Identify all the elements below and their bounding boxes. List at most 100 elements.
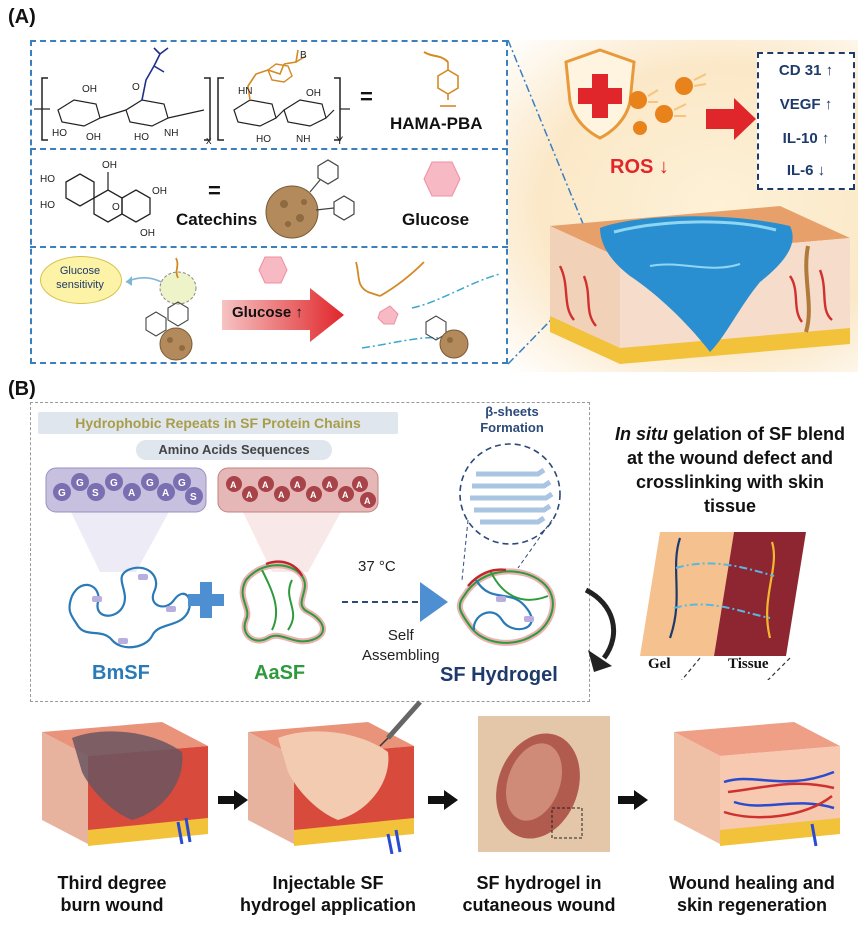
burn-wound-block: [42, 722, 208, 846]
bmsf-chain-icon: [68, 566, 191, 649]
chem-label-oh: OH: [306, 88, 321, 99]
panel-a-label: (A): [8, 6, 36, 28]
hydrogel-injection-block: [248, 700, 422, 854]
chem-label-b: B: [300, 50, 307, 61]
aa-residue: A: [278, 490, 285, 500]
panel-b-schema-box: [30, 402, 590, 702]
step-caption-text: SF hydrogel in cutaneous wound: [462, 873, 616, 915]
aasf-sequence-illustration: A A A A A A A A A A: [217, 467, 379, 572]
bm-residue: G: [110, 478, 118, 489]
in-situ-text: gelation of SF blend at the wound defect…: [626, 424, 845, 516]
aa-residue: A: [342, 490, 349, 500]
equals-sign: =: [360, 84, 373, 109]
aa-residue: A: [364, 496, 371, 506]
chem-label-o: O: [112, 202, 120, 213]
catechin-nanoparticle-icon: [265, 159, 355, 239]
glucose-hexagon-icon: [423, 161, 461, 197]
chem-label-nh: NH: [296, 134, 310, 145]
marker-il10: IL-10 ↑: [782, 130, 830, 147]
chem-label-hn: HN: [238, 86, 252, 97]
chem-label-oh: OH: [82, 84, 97, 95]
step-caption-injection: Injectable SF hydrogel application: [218, 872, 438, 916]
bm-residue: A: [162, 488, 169, 499]
curved-arrow-icon: [584, 587, 617, 672]
sf-hydrogel-network-icon: [456, 568, 556, 646]
equals-sign: =: [208, 178, 221, 203]
step-caption-burn: Third degree burn wound: [12, 872, 212, 916]
beta-sheets-zoom-illustration: [459, 443, 561, 581]
catechin-structure: HO HO OH OH OH O: [40, 160, 167, 239]
bm-residue: S: [92, 488, 99, 499]
aa-residue: A: [230, 480, 237, 490]
bm-residue: G: [146, 478, 154, 489]
beta-sheets-label: β-sheets Formation: [480, 404, 544, 435]
hama-pba-structure: OH HO OH HO NH O HN HO NH OH B x Y: [34, 47, 350, 146]
right-arrow-icon: [218, 790, 248, 810]
chem-label-oh: OH: [102, 160, 117, 171]
biomarker-box: CD 31 ↑ VEGF ↑ IL-10 ↑ IL-6 ↓: [757, 52, 855, 190]
pba-icon: [423, 51, 459, 107]
panel-b-label: (B): [8, 378, 36, 400]
plus-icon: [188, 582, 224, 618]
ros-particles-icon: [629, 73, 706, 135]
chem-label-ho: HO: [134, 132, 149, 143]
self-assembly-arrow: [342, 582, 448, 622]
chem-label-nh: NH: [164, 128, 178, 139]
in-situ-description: In situ gelation of SF blend at the woun…: [610, 422, 850, 518]
amino-acids-title: Amino Acids Sequences: [136, 440, 332, 460]
panel-a-schema-box: [30, 40, 508, 364]
subscript-y: Y: [336, 135, 344, 146]
cutaneous-wound-photo: [478, 716, 610, 852]
aa-residue: A: [294, 480, 301, 490]
aa-residue: A: [310, 490, 317, 500]
tissue-label: Tissue: [728, 656, 769, 672]
self-assembling-label: Self Assembling: [362, 627, 440, 664]
hama-pba-label: HAMA-PBA: [390, 114, 483, 133]
sf-hydrogel-label: SF Hydrogel: [440, 664, 558, 686]
chem-label-oh: OH: [86, 132, 101, 143]
chem-label-ho: HO: [256, 134, 271, 145]
row-divider: [30, 148, 508, 150]
aa-residue: A: [246, 490, 253, 500]
aa-residue: A: [326, 480, 333, 490]
bm-residue: A: [128, 488, 135, 499]
glucose-label: Glucose: [402, 210, 470, 229]
healed-skin-block: [674, 722, 840, 847]
chem-label-oh: OH: [152, 186, 167, 197]
step-caption-text: Injectable SF hydrogel application: [239, 873, 417, 915]
right-arrow-icon: [706, 98, 756, 140]
gel-label: Gel: [648, 656, 671, 672]
bm-residue: S: [190, 492, 197, 503]
chem-label-ho: HO: [40, 174, 55, 185]
skin-block-hydrogel-illustration: [550, 206, 850, 364]
step-caption-text: Third degree burn wound: [57, 873, 167, 915]
released-complex-icon: [355, 261, 501, 359]
subscript-x: x: [206, 135, 212, 146]
chem-label-o: O: [132, 82, 140, 93]
aa-residue: A: [262, 480, 269, 490]
bound-complex-icon: [125, 257, 197, 361]
row-divider: [30, 246, 508, 248]
marker-cd31: CD 31 ↑: [778, 62, 834, 79]
bmsf-sequence-illustration: G G S G A G A G S: [45, 467, 207, 572]
glucose-hexagon-icon: [258, 256, 288, 284]
chem-label-oh: OH: [140, 228, 155, 239]
aasf-label: AaSF: [254, 662, 306, 684]
glucose-red-arrow: [222, 288, 344, 342]
gel-tissue-interface-illustration: [640, 532, 806, 680]
bmsf-label: BmSF: [92, 662, 150, 684]
shield-icon: [564, 48, 636, 140]
glucose-increase-label: Glucose ↑: [232, 304, 303, 321]
bm-residue: G: [76, 478, 84, 489]
step-caption-text: Wound healing and skin regeneration: [669, 873, 835, 915]
aa-residue: A: [356, 480, 363, 490]
marker-il6: IL-6 ↓: [786, 162, 826, 179]
chem-label-ho: HO: [52, 128, 67, 139]
temperature-label: 37 °C: [358, 558, 396, 575]
right-arrow-icon: [618, 790, 648, 810]
glucose-sensitivity-bubble: [40, 256, 122, 304]
ros-decrease-label: ROS ↓: [610, 156, 669, 178]
hydrophobic-repeats-title: Hydrophobic Repeats in SF Protein Chains: [38, 412, 398, 434]
bm-residue: G: [58, 488, 66, 499]
glucose-sensitivity-label: Glucose sensitivity: [56, 265, 104, 291]
